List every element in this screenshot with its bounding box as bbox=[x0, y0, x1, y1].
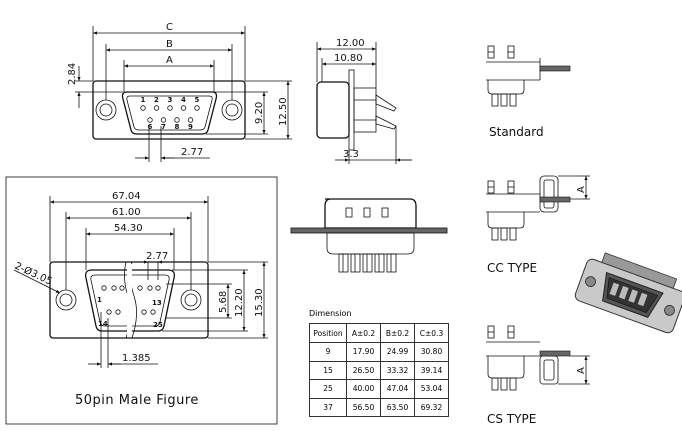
table-row: 37 56.50 63.50 69.32 bbox=[309, 397, 449, 417]
pin-number: 2 bbox=[154, 96, 159, 104]
table-header-row: Position A±0.2 B±0.2 C±0.3 bbox=[309, 323, 449, 343]
dim-1080-label: 10.80 bbox=[334, 53, 363, 64]
pin-number: 9 bbox=[188, 123, 193, 131]
dim-6704-label: 67.04 bbox=[112, 191, 141, 202]
pin-number: 6 bbox=[148, 123, 153, 131]
pin-hole bbox=[115, 309, 121, 315]
cs-a-label: A bbox=[576, 367, 587, 374]
connector-3d-illustration bbox=[574, 252, 682, 334]
pin-hole bbox=[140, 105, 146, 111]
pin-hole bbox=[194, 105, 200, 111]
pin-number: 3 bbox=[168, 96, 173, 104]
table-cell: 30.80 bbox=[414, 342, 449, 362]
table-cell: 17.90 bbox=[346, 342, 381, 362]
pin-number: 4 bbox=[181, 96, 186, 104]
dim-1530-label: 15.30 bbox=[254, 288, 265, 317]
pin-hole bbox=[180, 105, 187, 111]
table-row: 25 40.00 47.04 53.04 bbox=[309, 379, 449, 399]
dimension-table-title: Dimension bbox=[309, 309, 352, 318]
dim-1200-label: 12.00 bbox=[336, 38, 365, 49]
dim-6100-label: 61.00 bbox=[112, 207, 141, 218]
pin-hole bbox=[174, 117, 180, 123]
dim-284-label: 2.84 bbox=[67, 63, 78, 85]
pin-label-14: 14 bbox=[98, 320, 108, 328]
table-cell: 39.14 bbox=[414, 360, 449, 380]
pin-hole bbox=[119, 285, 125, 291]
table-cell: 25 bbox=[309, 379, 347, 399]
table-cell: 24.99 bbox=[380, 342, 415, 362]
dim-1220-label: 12.20 bbox=[234, 288, 245, 317]
pin-label-25: 25 bbox=[153, 321, 163, 329]
table-cell: 47.04 bbox=[380, 379, 415, 399]
col-position: Position bbox=[309, 323, 347, 343]
pin-hole bbox=[137, 285, 143, 291]
dim-a-label: A bbox=[166, 55, 173, 66]
pin-hole bbox=[141, 309, 147, 315]
col-a: A±0.2 bbox=[346, 323, 381, 343]
table-cell: 69.32 bbox=[414, 397, 449, 417]
pin-number: 5 bbox=[195, 96, 200, 104]
dim-277-male-label: 2.77 bbox=[146, 251, 168, 262]
table-cell: 9 bbox=[309, 342, 347, 362]
pin-hole bbox=[187, 117, 194, 123]
dim-b-label: B bbox=[166, 39, 173, 50]
pin-label-1: 1 bbox=[97, 296, 102, 304]
table-row: 9 17.90 24.99 30.80 bbox=[309, 342, 449, 362]
dim-568-label: 5.68 bbox=[218, 291, 229, 313]
dim-920-label: 9.20 bbox=[254, 102, 265, 124]
dim-33-label: 3.3 bbox=[343, 149, 359, 160]
pin-number: 7 bbox=[161, 123, 166, 131]
cc-type-label: CC TYPE bbox=[487, 261, 537, 275]
pin-hole bbox=[147, 117, 153, 123]
dimension-table: Position A±0.2 B±0.2 C±0.3 9 17.90 24.99… bbox=[309, 323, 449, 417]
col-c: C±0.3 bbox=[414, 323, 449, 343]
table-cell: 15 bbox=[309, 360, 347, 380]
table-cell: 33.32 bbox=[380, 360, 415, 380]
pin-hole bbox=[147, 285, 153, 291]
cs-type-label: CS TYPE bbox=[487, 412, 536, 426]
col-b: B±0.2 bbox=[380, 323, 415, 343]
dim-1250-label: 12.50 bbox=[278, 97, 289, 126]
cc-type-view: A CC TYPE bbox=[486, 175, 590, 275]
table-cell: 37 bbox=[309, 397, 347, 417]
pin-hole bbox=[111, 285, 117, 291]
male-figure-caption: 50pin Male Figure bbox=[75, 393, 199, 408]
middle-connector-view bbox=[290, 198, 448, 273]
dim-hole-label: 2-Ø3.05 bbox=[13, 260, 54, 288]
standard-label: Standard bbox=[489, 125, 544, 139]
pin-hole bbox=[160, 117, 167, 123]
pin-hole bbox=[153, 105, 160, 111]
cc-a-label: A bbox=[576, 186, 587, 193]
table-cell: 40.00 bbox=[346, 379, 381, 399]
table-cell: 56.50 bbox=[346, 397, 381, 417]
table-cell: 26.50 bbox=[346, 360, 381, 380]
cs-type-view: A CS TYPE bbox=[486, 325, 590, 426]
table-row: 15 26.50 33.32 39.14 bbox=[309, 360, 449, 380]
dim-c-label: C bbox=[166, 22, 173, 33]
male-figure-frame: 1 13 14 25 67.04 61.00 54.30 2.77 2-Ø3.0… bbox=[5, 176, 278, 425]
dim-277-top-label: 2.77 bbox=[181, 147, 203, 158]
side-view: 12.00 10.80 3.3 bbox=[316, 38, 412, 164]
pin-hole bbox=[167, 105, 173, 111]
pin-hole bbox=[155, 285, 161, 291]
table-cell: 53.04 bbox=[414, 379, 449, 399]
dim-1385-label: 1.385 bbox=[122, 353, 151, 364]
pin-number: 1 bbox=[141, 96, 146, 104]
dim-5430-label: 54.30 bbox=[114, 223, 143, 234]
pin-number: 8 bbox=[175, 123, 180, 131]
pin-hole bbox=[101, 285, 107, 291]
table-cell: 63.50 bbox=[380, 397, 415, 417]
pin-hole bbox=[150, 309, 156, 315]
pin-label-13: 13 bbox=[152, 299, 162, 307]
pin-hole bbox=[106, 309, 112, 315]
standard-type-view: Standard bbox=[486, 45, 571, 139]
